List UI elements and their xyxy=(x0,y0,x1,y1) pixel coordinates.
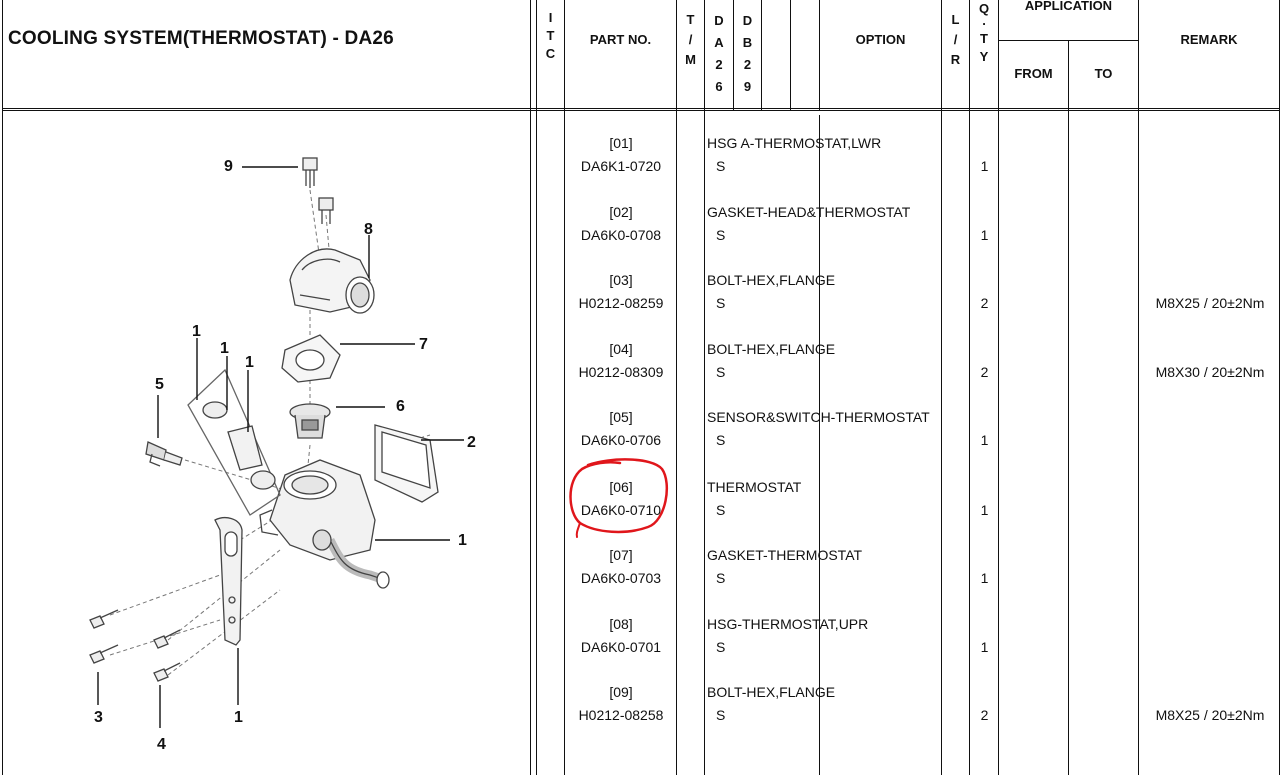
part-index: [01] xyxy=(609,135,633,151)
callout-2: 2 xyxy=(467,434,476,451)
header-from: FROM xyxy=(1014,66,1053,81)
part-qty: 1 xyxy=(980,639,989,655)
part-qty: 1 xyxy=(980,570,989,586)
part-name: BOLT-HEX,FLANGE xyxy=(707,684,836,700)
part-number[interactable]: DA6K0-0701 xyxy=(580,639,662,655)
part-qty: 2 xyxy=(980,707,989,723)
part-option: S xyxy=(716,639,726,655)
part-name: BOLT-HEX,FLANGE xyxy=(707,272,836,288)
part-name: GASKET-THERMOSTAT xyxy=(707,547,863,563)
part-name: BOLT-HEX,FLANGE xyxy=(707,341,836,357)
callout-1-hose: 1 xyxy=(245,354,254,371)
part-option: S xyxy=(716,295,726,311)
part-index: [07] xyxy=(609,547,633,563)
part-number[interactable]: H0212-08309 xyxy=(578,364,664,380)
header-option: OPTION xyxy=(855,32,906,47)
part-number[interactable]: DA6K0-0706 xyxy=(580,432,662,448)
thermostat-part xyxy=(289,403,331,439)
part-index: [08] xyxy=(609,616,633,632)
part-index: [02] xyxy=(609,204,633,220)
part-qty: 2 xyxy=(980,364,989,380)
part-qty: 1 xyxy=(980,502,989,518)
header-tm: T / M xyxy=(685,12,696,67)
callout-1-housing: 1 xyxy=(458,532,467,549)
exploded-parts-diagram xyxy=(89,157,464,728)
part-number[interactable]: DA6K0-0708 xyxy=(580,227,662,243)
part-number[interactable]: DA6K0-0703 xyxy=(580,570,662,586)
bolt-3-part xyxy=(89,609,119,664)
part-index: [03] xyxy=(609,272,633,288)
part-number[interactable]: DA6K1-0720 xyxy=(580,158,662,174)
part-number[interactable]: H0212-08259 xyxy=(578,295,664,311)
part-option: S xyxy=(716,432,726,448)
upper-housing-part xyxy=(289,248,375,314)
part-qty: 1 xyxy=(980,227,989,243)
part-option: S xyxy=(716,707,726,723)
part-index: [04] xyxy=(609,341,633,357)
header-itc: I T C xyxy=(545,10,556,61)
header-lr: L / R xyxy=(950,12,961,67)
part-qty: 1 xyxy=(980,158,989,174)
part-name: SENSOR&SWITCH-THERMOSTAT xyxy=(707,409,930,425)
page-title: COOLING SYSTEM(THERMOSTAT) - DA26 xyxy=(8,28,394,49)
part-option: S xyxy=(716,227,726,243)
part-index: [06] xyxy=(609,479,633,495)
gasket-7-part xyxy=(281,334,341,383)
header-remark: REMARK xyxy=(1180,32,1238,47)
part-name: GASKET-HEAD&THERMOSTAT xyxy=(707,204,911,220)
callout-1-hose-group: 1 xyxy=(192,323,201,340)
part-number[interactable]: DA6K0-0710 xyxy=(580,502,662,518)
header-part-no: PART NO. xyxy=(589,32,652,47)
part-option: S xyxy=(716,158,726,174)
part-name: HSG A-THERMOSTAT,LWR xyxy=(707,135,882,151)
header-to: TO xyxy=(1094,66,1113,81)
part-index: [09] xyxy=(609,684,633,700)
part-option: S xyxy=(716,364,726,380)
callout-1-clamp: 1 xyxy=(220,340,229,357)
lower-housing-part xyxy=(259,459,390,589)
callout-4: 4 xyxy=(157,736,166,753)
gasket-2-part xyxy=(374,424,439,503)
callout-8: 8 xyxy=(364,221,373,238)
bolt-4-part xyxy=(153,629,181,682)
bracket-part xyxy=(214,517,243,646)
part-index: [05] xyxy=(609,409,633,425)
part-number[interactable]: H0212-08258 xyxy=(578,707,664,723)
sensor-part xyxy=(145,441,183,467)
part-remark: M8X25 / 20±2Nm xyxy=(1155,707,1265,723)
part-remark: M8X25 / 20±2Nm xyxy=(1155,295,1265,311)
callout-7: 7 xyxy=(419,336,428,353)
callout-5: 5 xyxy=(155,376,164,393)
header-qty: Q . T Y xyxy=(978,1,990,64)
header-application: APPLICATION xyxy=(1024,0,1113,13)
part-option: S xyxy=(716,570,726,586)
highlight-circle xyxy=(569,458,669,538)
callout-1-bracket: 1 xyxy=(234,709,243,726)
callout-6: 6 xyxy=(396,398,405,415)
part-name: THERMOSTAT xyxy=(707,479,802,495)
callout-9: 9 xyxy=(224,158,233,175)
part-option: S xyxy=(716,502,726,518)
part-remark: M8X30 / 20±2Nm xyxy=(1155,364,1265,380)
callout-3: 3 xyxy=(94,709,103,726)
part-qty: 2 xyxy=(980,295,989,311)
hose-clamp-part xyxy=(187,368,281,516)
header-db29: D B 2 9 xyxy=(742,13,753,94)
part-name: HSG-THERMOSTAT,UPR xyxy=(707,616,869,632)
bolt-9-part xyxy=(302,157,318,188)
part-qty: 1 xyxy=(980,432,989,448)
header-da26: D A 2 6 xyxy=(714,13,724,94)
